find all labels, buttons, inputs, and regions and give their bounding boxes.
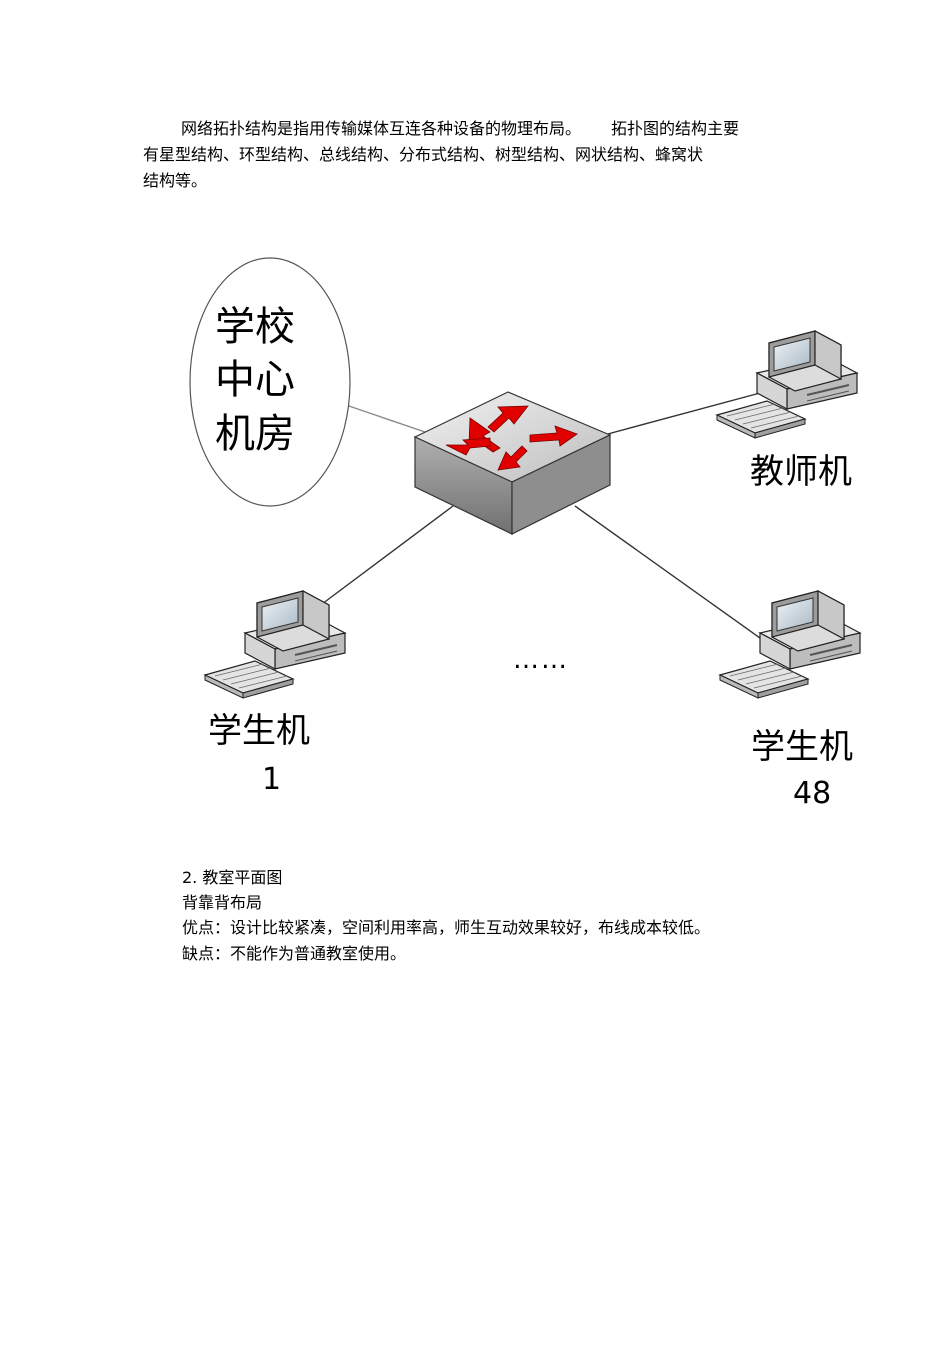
center-room-ellipse: [189, 257, 351, 507]
center-room-line3: 机房: [215, 411, 295, 457]
switch-icon: [413, 391, 612, 535]
link-room: [345, 404, 426, 433]
pros-text: 优点：设计比较紧凑，空间利用率高，师生互动效果较好，布线成本较低。: [182, 918, 711, 937]
switch-arrows-icon: [445, 405, 578, 471]
ellipsis: ……: [513, 645, 569, 675]
intro-line1b: 拓扑图的结构主要: [611, 119, 740, 138]
student48-label: 学生机: [751, 727, 853, 767]
student1-number: 1: [262, 762, 281, 797]
layout-name: 背靠背布局: [182, 893, 263, 912]
student48-pc-icon: [719, 590, 861, 699]
cons-text: 缺点：不能作为普通教室使用。: [182, 944, 407, 963]
center-room-line2: 中心: [215, 357, 295, 403]
intro-paragraph: 网络拓扑结构是指用传输媒体互连各种设备的物理布局。 拓扑图的结构主要 有星型结构、…: [143, 116, 803, 194]
link-student48: [574, 505, 761, 639]
intro-line2: 有星型结构、环型结构、总线结构、分布式结构、树型结构、网状结构、蜂窝状: [143, 145, 704, 164]
link-teacher: [603, 392, 761, 436]
teacher-label: 教师机: [750, 452, 852, 492]
intro-line1a: 网络拓扑结构是指用传输媒体互连各种设备的物理布局。: [181, 119, 582, 138]
student1-pc-icon: [204, 590, 346, 699]
student1-label: 学生机: [208, 711, 310, 751]
teacher-pc-icon: [716, 330, 858, 439]
student48-number: 48: [793, 776, 831, 811]
section2-heading: 2. 教室平面图: [182, 868, 283, 887]
link-student1: [321, 505, 454, 605]
intro-line3: 结构等。: [143, 171, 208, 190]
center-room-line1: 学校: [215, 304, 295, 350]
